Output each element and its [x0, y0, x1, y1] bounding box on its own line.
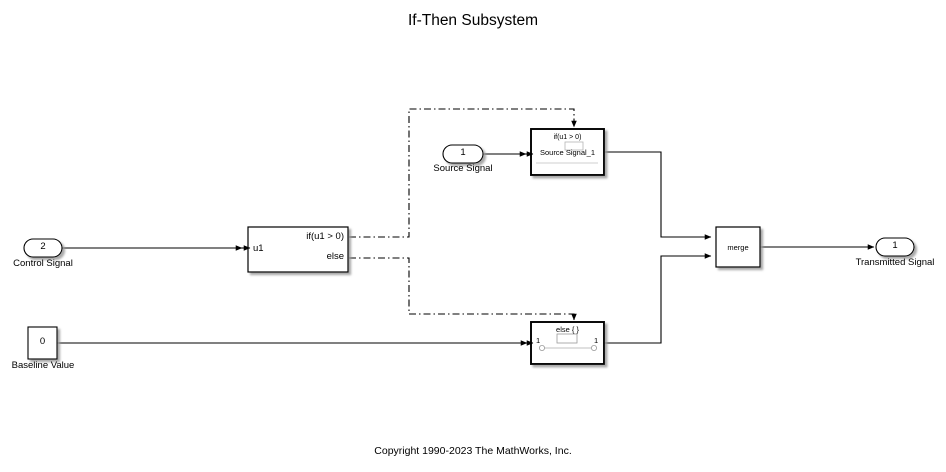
block-if[interactable] — [240, 226, 349, 273]
block-baseline-constant[interactable] — [27, 326, 58, 360]
block-source-inport[interactable] — [442, 144, 484, 164]
else-action-subsystem-title: else { } — [556, 325, 579, 334]
transmitted-outport-label: Transmitted Signal — [855, 257, 935, 268]
page-title: If-Then Subsystem — [407, 12, 539, 29]
signal-line-if-action-to-merge — [604, 151, 712, 240]
signal-line-else-action-to-merge — [604, 253, 712, 344]
else-action-subsystem-out-port-num: 1 — [594, 336, 599, 345]
if-block-input-label: u1 — [253, 243, 264, 254]
block-else-action-subsystem[interactable] — [522, 321, 605, 365]
transmitted-outport-number: 1 — [892, 240, 898, 251]
if-action-subsystem-line2: Source Signal_1 — [539, 148, 596, 157]
control-line-if-else — [349, 257, 577, 321]
merge-block-label: merge — [727, 243, 749, 252]
baseline-constant-value: 0 — [39, 336, 46, 347]
signal-lines — [57, 151, 875, 346]
control-line-if-condition — [349, 108, 577, 238]
if-block-else-label: else — [326, 251, 344, 262]
source-inport-label: Source Signal — [433, 163, 493, 174]
baseline-constant-label: Baseline Value — [11, 360, 75, 371]
control-lines — [349, 108, 577, 321]
block-transmitted-outport[interactable] — [875, 237, 915, 257]
block-control-inport[interactable] — [23, 238, 63, 258]
else-action-subsystem-in-port-num: 1 — [536, 336, 541, 345]
block-if-action-subsystem[interactable] — [522, 128, 605, 176]
if-block-condition-label: if(u1 > 0) — [306, 231, 344, 242]
block-merge[interactable] — [715, 226, 761, 268]
source-inport-number: 1 — [460, 147, 466, 158]
control-inport-label: Control Signal — [13, 258, 73, 269]
if-action-subsystem-line1: if(u1 > 0) — [553, 134, 582, 141]
copyright-notice: Copyright 1990-2023 The MathWorks, Inc. — [374, 445, 572, 457]
control-inport-number: 2 — [40, 241, 46, 252]
